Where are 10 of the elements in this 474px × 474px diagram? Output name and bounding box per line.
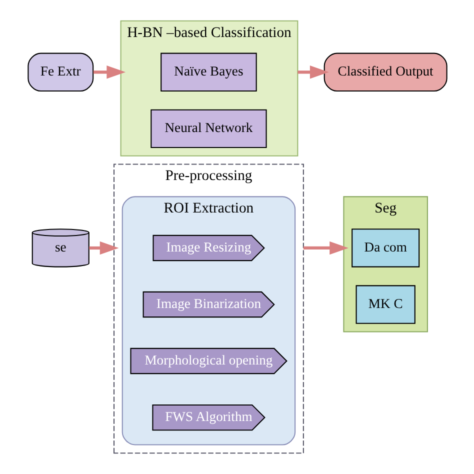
node-box: Classified Output [323,52,447,92]
arrow [297,66,328,79]
arrow [92,66,126,79]
node-box: Neural Network [150,109,266,148]
node-box: Naïve Bayes [160,52,256,92]
arrow [302,241,348,255]
node-box: MK C [355,285,415,324]
node-box: Fe Extr [27,52,94,92]
node-box: Da com [351,228,420,268]
arrow [88,241,118,255]
